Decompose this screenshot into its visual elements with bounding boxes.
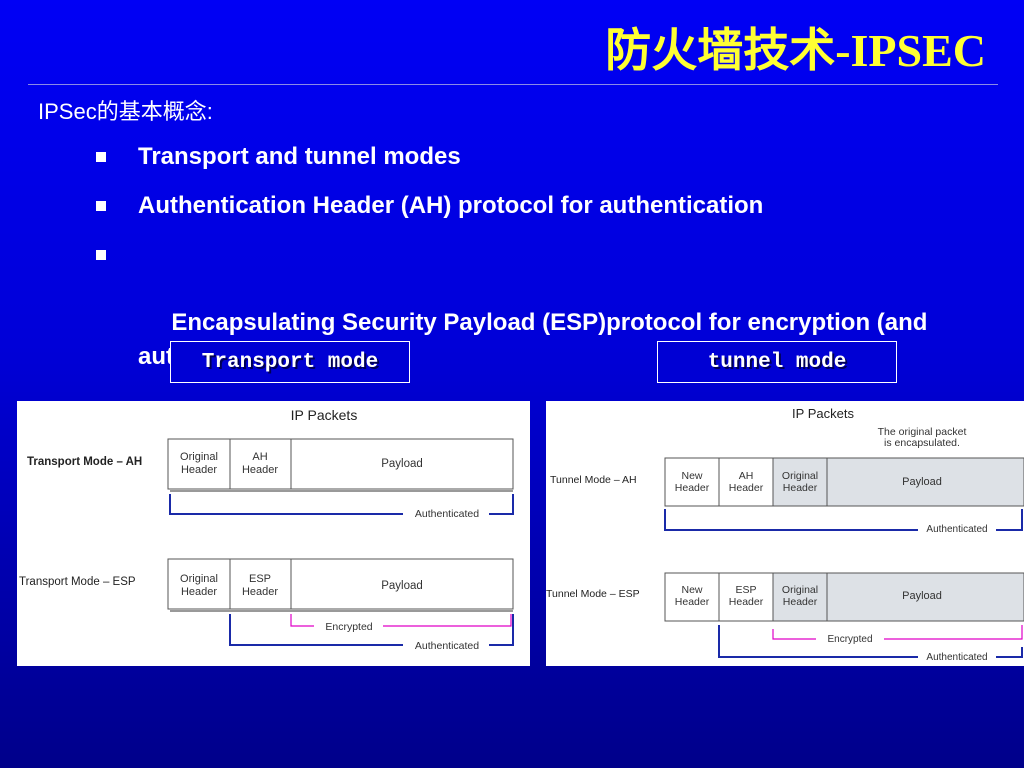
encapsulation-note-line2: is encapsulated. (884, 437, 960, 449)
row-label-esp: Transport Mode – ESP (19, 576, 136, 588)
diagram-heading: IP Packets (792, 406, 854, 421)
authenticated-label: Authenticated (415, 640, 479, 652)
authenticated-label: Authenticated (926, 524, 987, 535)
packet-row-esp: Original Header ESP Header Payload (167, 558, 514, 612)
encrypted-bracket-esp: Encrypted (772, 625, 1023, 645)
cell-payload: Payload (381, 580, 423, 592)
cell-original-header-line1: Original (782, 584, 818, 596)
encrypted-label: Encrypted (325, 621, 372, 633)
transport-mode-label: Transport mode (170, 341, 410, 383)
cell-payload: Payload (902, 476, 942, 488)
square-bullet-icon (96, 201, 106, 211)
authenticated-bracket-ah: Authenticated (664, 509, 1023, 535)
row-label-ah: Transport Mode – AH (27, 456, 142, 468)
bullet-item: Authentication Header (AH) protocol for … (96, 189, 996, 223)
authenticated-label: Authenticated (926, 652, 987, 663)
cell-esp-header-line2: Header (729, 596, 764, 608)
tunnel-mode-label: tunnel mode (657, 341, 897, 383)
cell-esp-header-line2: Header (242, 586, 278, 598)
authenticated-label: Authenticated (415, 508, 479, 520)
packet-row-esp: New Header ESP Header Original Header Pa… (664, 572, 1024, 622)
slide-title: 防火墙技术-IPSEC (605, 25, 986, 76)
tunnel-mode-diagram: IP Packets The original packet is encaps… (546, 401, 1024, 666)
cell-original-header-line2: Header (181, 586, 217, 598)
cell-new-header-line2: Header (675, 482, 710, 494)
cell-new-header-line1: New (681, 470, 702, 482)
cell-original-header-line1: Original (180, 573, 218, 585)
cell-ah-header-line1: AH (252, 451, 267, 463)
square-bullet-icon (96, 152, 106, 162)
bullet-text: Transport and tunnel modes (138, 143, 461, 170)
authenticated-bracket-ah: Authenticated (169, 494, 514, 520)
transport-mode-diagram: IP Packets Transport Mode – AH Original … (17, 401, 530, 666)
packet-row-ah: New Header AH Header Original Header Pay… (664, 457, 1024, 507)
cell-new-header-line1: New (681, 584, 702, 596)
title-divider (28, 84, 998, 85)
bullet-item: Transport and tunnel modes (96, 140, 996, 174)
packet-row-ah: Original Header AH Header Payload (167, 438, 514, 492)
cell-esp-header-line1: ESP (249, 573, 271, 585)
square-bullet-icon (96, 250, 106, 260)
cell-esp-header-line1: ESP (735, 584, 756, 596)
cell-ah-header-line1: AH (739, 470, 754, 482)
authenticated-bracket-esp: Authenticated (229, 614, 514, 652)
cell-original-header-line2: Header (181, 464, 217, 476)
cell-original-header-line2: Header (783, 482, 818, 494)
cell-payload: Payload (902, 590, 942, 602)
cell-ah-header-line2: Header (242, 464, 278, 476)
authenticated-bracket-esp: Authenticated (718, 625, 1023, 663)
cell-new-header-line2: Header (675, 596, 710, 608)
cell-ah-header-line2: Header (729, 482, 764, 494)
cell-original-header-line1: Original (782, 470, 818, 482)
encrypted-label: Encrypted (827, 634, 872, 645)
encrypted-bracket-esp: Encrypted (290, 614, 512, 633)
cell-original-header-line1: Original (180, 451, 218, 463)
diagram-heading: IP Packets (291, 407, 358, 423)
row-label-ah: Tunnel Mode – AH (550, 474, 637, 486)
bullet-list: Transport and tunnel modes Authenticatio… (96, 140, 996, 423)
intro-text: IPSec的基本概念: (38, 99, 213, 124)
cell-payload: Payload (381, 458, 423, 470)
row-label-esp: Tunnel Mode – ESP (546, 588, 640, 600)
bullet-text: Authentication Header (AH) protocol for … (138, 192, 764, 219)
encapsulation-note-line1: The original packet (878, 426, 967, 438)
cell-original-header-line2: Header (783, 596, 818, 608)
